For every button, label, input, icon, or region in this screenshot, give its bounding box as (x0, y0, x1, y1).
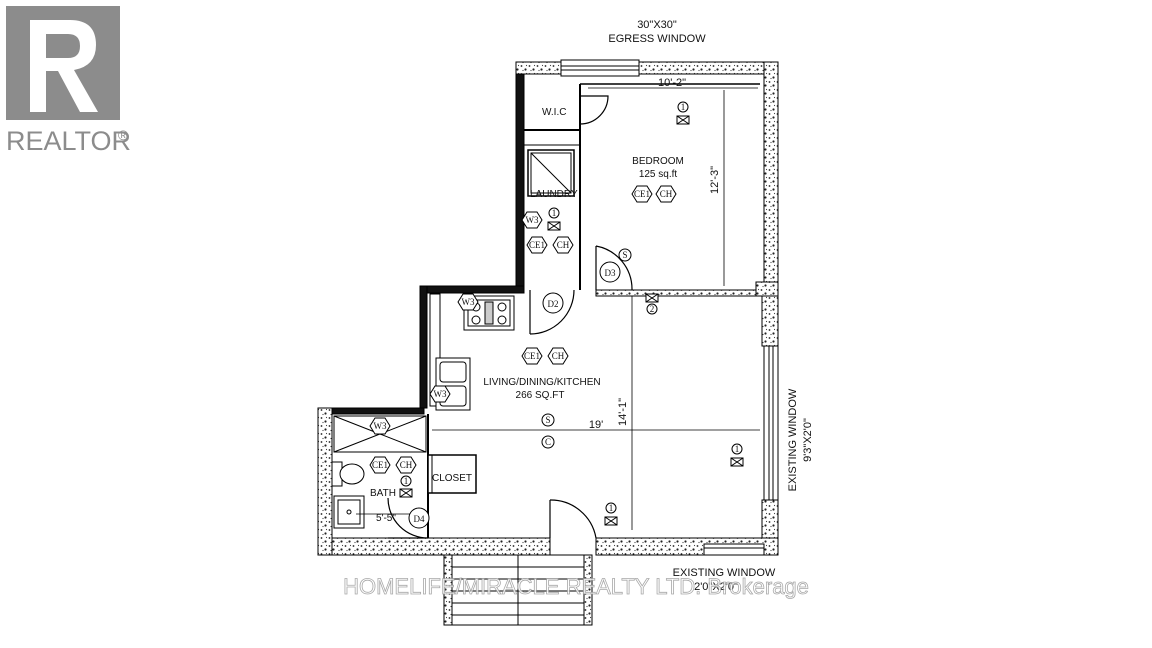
svg-text:D4: D4 (414, 514, 425, 524)
realtor-logo[interactable]: REALTOR ® (6, 6, 131, 156)
smoke-detector-bedroom: S (618, 248, 632, 262)
bedroom-width-dim: 10'-2" (658, 77, 686, 89)
bedroom-label: BEDROOM (632, 156, 684, 167)
living-area: 266 SQ.FT (516, 390, 565, 401)
svg-text:CE1: CE1 (634, 189, 650, 199)
ce-hex-laundry: CE1 (526, 236, 548, 254)
door-tag-d4: D4 (408, 507, 430, 529)
light-fixture-entry: 1 (604, 502, 618, 526)
brokerage-watermark: HOMELIFE/MIRACLE REALTY LTD. Brokerage (343, 574, 809, 599)
egress-window (560, 59, 640, 77)
ce-hex-living: CE1 (521, 347, 543, 365)
svg-text:W3: W3 (374, 421, 387, 431)
svg-text:CH: CH (557, 240, 570, 250)
dimension-lines (356, 87, 760, 530)
w3-hex-kitchen: W3 (457, 293, 479, 311)
svg-text:S: S (545, 415, 550, 425)
bath-vanity (333, 495, 365, 529)
existing-window-right-label: EXISTING WINDOW (787, 388, 799, 491)
bath-width-dim: 5'-5" (376, 513, 396, 524)
door-tag-d3: D3 (599, 261, 621, 283)
ch-hex-bath: CH (395, 456, 417, 474)
living-width-dim: 19' (589, 419, 603, 431)
w3-hex-bath: W3 (369, 417, 391, 435)
fan-fixture-bedroom-wall: 2 (645, 293, 659, 315)
ce-hex-bedroom: CE1 (631, 185, 653, 203)
light-fixture-bath: 1 (399, 475, 413, 498)
co-detector-living: C (541, 435, 555, 449)
light-fixture-living-right: 1 (730, 443, 744, 467)
w3-hex-laundry: W3 (521, 211, 543, 229)
svg-text:CE1: CE1 (529, 240, 545, 250)
svg-text:1: 1 (609, 503, 614, 513)
svg-text:C: C (545, 437, 551, 447)
svg-text:W3: W3 (462, 297, 475, 307)
bedroom-area: 125 sq.ft (639, 169, 678, 180)
svg-text:CH: CH (552, 351, 565, 361)
egress-window-size: 30"X30" (637, 19, 677, 31)
laundry-machine (527, 149, 575, 197)
door-swings (387, 95, 633, 539)
laundry-label: LAUNDRY (530, 189, 578, 200)
living-depth-dim: 14'-1" (617, 398, 629, 426)
svg-text:W3: W3 (526, 215, 539, 225)
svg-text:CE1: CE1 (372, 460, 388, 470)
entrance-stairs (443, 554, 593, 626)
svg-text:1: 1 (681, 102, 686, 112)
svg-text:CE1: CE1 (524, 351, 540, 361)
svg-text:1: 1 (404, 476, 409, 486)
smoke-detector-living: S (541, 413, 555, 427)
ce-hex-bath: CE1 (369, 456, 391, 474)
ch-hex-living: CH (547, 347, 569, 365)
ch-hex-bedroom: CH (655, 185, 677, 203)
svg-text:1: 1 (735, 444, 740, 454)
existing-window-bottom-size: 2'0"X2'0" (694, 581, 738, 593)
living-label: LIVING/DINING/KITCHEN (483, 377, 600, 388)
realtor-reg-mark: ® (118, 127, 129, 143)
svg-text:1: 1 (552, 208, 557, 218)
toilet (331, 461, 365, 487)
bath-label: BATH (370, 488, 396, 499)
realtor-r-glyph (30, 20, 98, 112)
egress-window-label: EGRESS WINDOW (608, 33, 706, 45)
light-fixture-bedroom: 1 (676, 101, 690, 125)
existing-window-right (763, 345, 779, 501)
existing-window-right-size: 9'3"X2'0" (802, 418, 814, 462)
svg-text:CH: CH (660, 189, 673, 199)
ch-hex-laundry: CH (552, 236, 574, 254)
door-tag-d2: D2 (542, 292, 564, 314)
svg-text:CH: CH (400, 460, 413, 470)
existing-window-bottom (703, 543, 765, 556)
existing-window-bottom-label: EXISTING WINDOW (673, 567, 776, 579)
w3-hex-sink: W3 (429, 385, 451, 403)
svg-text:D3: D3 (605, 268, 616, 278)
light-fixture-laundry: 1 (547, 207, 561, 231)
svg-text:D2: D2 (548, 299, 559, 309)
svg-text:S: S (622, 250, 627, 260)
bedroom-depth-dim: 12'-3" (709, 166, 721, 194)
closet-label: CLOSET (432, 473, 472, 484)
svg-text:2: 2 (650, 304, 655, 314)
wic-label: W.I.C (542, 107, 566, 118)
realtor-text: REALTOR (6, 126, 131, 156)
svg-text:W3: W3 (434, 389, 447, 399)
interior-walls (331, 73, 760, 538)
